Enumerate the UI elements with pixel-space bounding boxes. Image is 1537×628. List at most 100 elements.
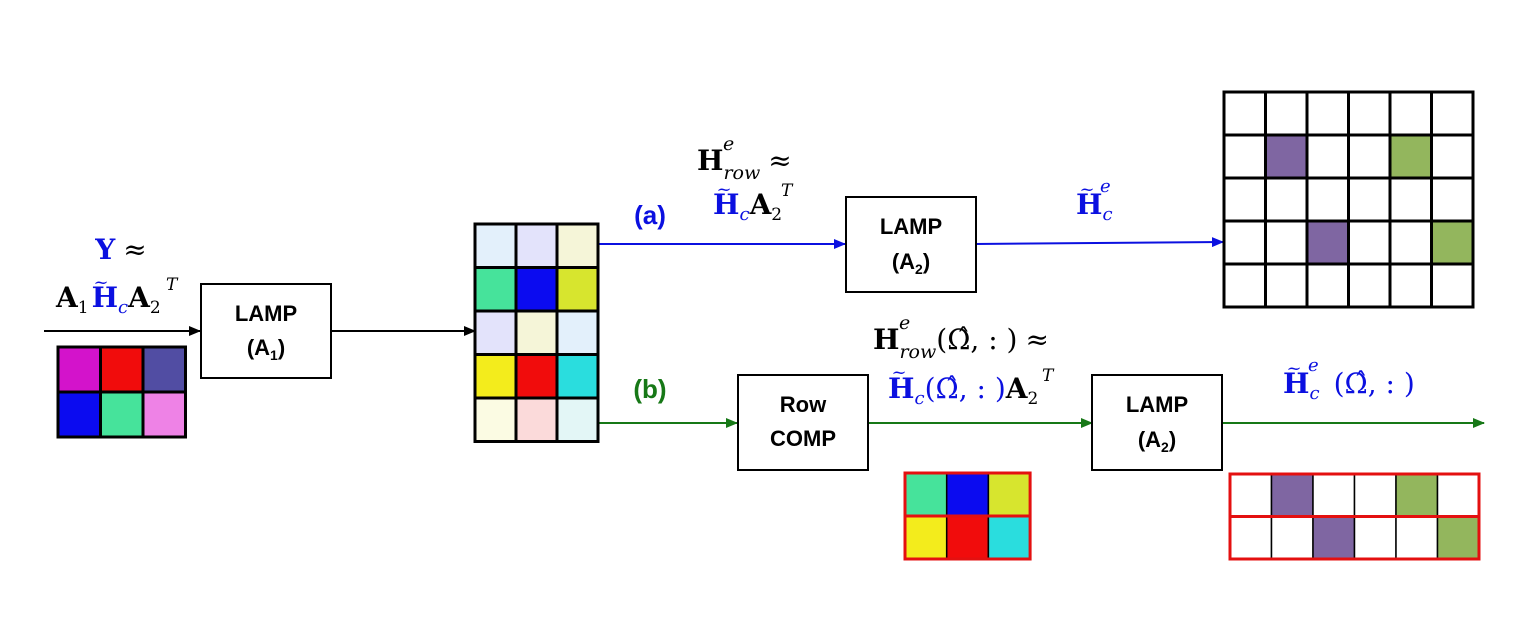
grid-cell [904, 472, 948, 517]
grid-cell [555, 309, 600, 356]
svg-text:Hc: Hc [1076, 188, 1113, 225]
eq-b-approx: ≈ [1025, 323, 1048, 356]
tilde-icon: ~ [891, 362, 906, 383]
grid-cell [1388, 90, 1433, 137]
lamp1-close: ) [278, 335, 285, 360]
compressed-grid [903, 471, 1032, 561]
tilde-icon: ~ [716, 179, 731, 200]
eq-oa-h: H [1076, 188, 1102, 221]
grid-cell [1388, 176, 1433, 223]
branch-b-equation: Hrow(Ω̂, : )≈ e Hc(Ω̂, : )A2 T ~ [873, 312, 1055, 409]
rowcomp-box: Row COMP [737, 374, 869, 471]
grid-cell [1395, 473, 1439, 518]
rowcomp-line1: Row [780, 392, 827, 417]
grid-cell [1229, 515, 1273, 560]
grid-cell [1305, 90, 1350, 137]
eq-a-approx: ≈ [768, 144, 791, 177]
svg-text:HcA2: HcA2 [713, 188, 782, 225]
grid-cell [1430, 90, 1475, 137]
lamp2a-close: ) [923, 249, 930, 274]
lamp2a-subscript: 2 [915, 261, 923, 277]
grid-cell [473, 309, 518, 356]
grid-cell [1222, 176, 1267, 223]
svg-text:Hc(Ω̂, : )A2: Hc(Ω̂, : )A2 [888, 372, 1038, 409]
eq-a-h: H [697, 144, 723, 177]
eq-ob-h-sup: e [1308, 355, 1319, 376]
eq-b-a2: A [1005, 372, 1029, 405]
grid-cell [514, 266, 559, 313]
middle-grid [473, 222, 600, 443]
eq-b-h-sup: e [899, 312, 910, 334]
grid-cell [987, 515, 1031, 560]
lamp2a-title: LAMP [880, 214, 942, 239]
grid-cell [1305, 262, 1350, 309]
eq-a-a2-sub: 2 [771, 205, 782, 225]
grid-cell [1347, 176, 1392, 223]
eq-a-h2-sub: c [739, 204, 749, 225]
grid-cell [1436, 473, 1480, 518]
eq-b-a2-sub: 2 [1028, 389, 1039, 409]
svg-text:Hc(Ω̂, : ): Hc (Ω̂, : ) [1283, 367, 1415, 404]
output-a-grid [1222, 90, 1475, 309]
input-grid [56, 345, 187, 439]
eq-b-h-sub: row [899, 341, 936, 363]
eq-b-args: (Ω̂, : ) [936, 323, 1017, 356]
grid-cell [987, 472, 1031, 517]
grid-cell [99, 345, 145, 394]
grid-cell [514, 396, 559, 443]
grid-cell [945, 515, 990, 560]
grid-cell [555, 396, 600, 443]
lamp1-subscript: 1 [270, 347, 278, 363]
grid-cell [1395, 515, 1439, 560]
grid-cell [99, 390, 145, 439]
lamp2b-sub: (A [1138, 427, 1161, 452]
grid-cell [555, 266, 600, 313]
grid-cell [56, 345, 102, 394]
lamp2b-box: LAMP (A2) [1091, 374, 1223, 471]
eq-input-h: H [92, 281, 118, 314]
svg-text:(A2): (A2) [1138, 427, 1176, 455]
svg-text:Y≈: Y≈ [94, 233, 146, 266]
grid-border [56, 345, 187, 439]
grid-cell [555, 222, 600, 269]
grid-cell [1264, 219, 1309, 266]
eq-oa-h-sup: e [1100, 176, 1111, 197]
tilde-icon: ~ [1079, 179, 1094, 200]
grid-cell [1222, 133, 1267, 180]
grid-cell [1430, 133, 1475, 180]
grid-cell [555, 353, 600, 400]
grid-cell [1264, 90, 1309, 137]
eq-a-a2-sup: T [781, 181, 794, 201]
grid-cell [1264, 176, 1309, 223]
eq-ob-args: (Ω̂, : ) [1334, 367, 1415, 400]
svg-text:(A2): (A2) [892, 249, 930, 277]
grid-cell [1388, 219, 1433, 266]
grid-cell [1222, 219, 1267, 266]
eq-b-h: H [873, 323, 899, 356]
lamp1-box: LAMP (A1) [200, 283, 332, 379]
grid-cell [1347, 133, 1392, 180]
grid-cell [904, 515, 948, 560]
lamp1-sub: (A [247, 335, 270, 360]
grid-cell [1388, 133, 1433, 180]
grid-border [1222, 90, 1475, 309]
svg-text:(A1): (A1) [247, 335, 285, 363]
grid-cell [56, 390, 102, 439]
output-a-label: Hc e ~ [1076, 176, 1113, 225]
tilde-icon: ~ [1286, 358, 1301, 379]
eq-b-h2: H [888, 372, 914, 405]
eq-a-h-sup: e [723, 133, 734, 155]
grid-cell [1312, 515, 1356, 560]
eq-ob-h: H [1283, 367, 1309, 400]
eq-ob-h-sub: c [1309, 383, 1319, 404]
lamp2a-sub: (A [892, 249, 915, 274]
grid-cell [141, 390, 187, 439]
grid-cell [1347, 262, 1392, 309]
eq-input-approx: ≈ [123, 233, 146, 266]
grid-cell [1305, 133, 1350, 180]
branch-a-equation: Hrow≈ e HcA2 T ~ [697, 133, 794, 225]
grid-cell [1229, 473, 1273, 518]
lamp2b-close: ) [1169, 427, 1176, 452]
